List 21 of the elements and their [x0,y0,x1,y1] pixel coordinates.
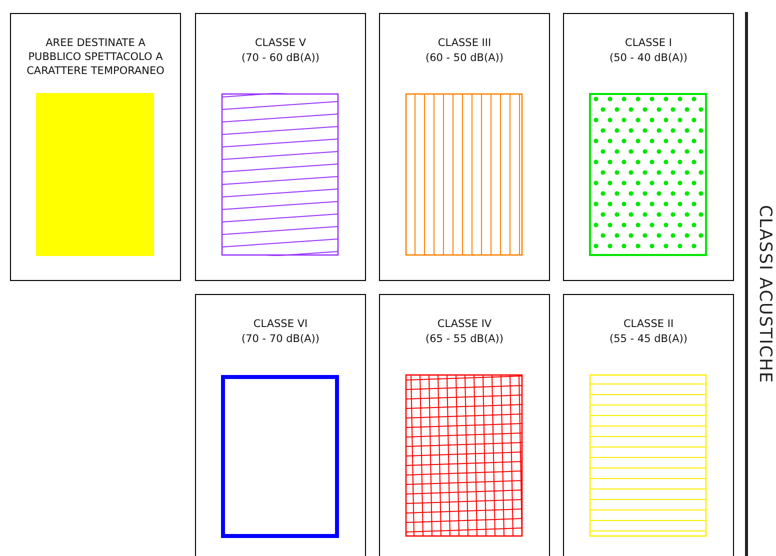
decibel-range: (65 - 55 dB(A)) [424,332,504,346]
title: CLASSI ACUSTICHE [755,205,775,384]
class-heading: CLASSE IV [436,317,493,331]
class-heading: CLASSE III [436,36,492,50]
legend-card [379,294,550,556]
legend-card [195,13,366,281]
decibel-range: (55 - 45 dB(A)) [608,332,688,346]
legend-card [10,13,181,281]
decibel-range: (60 - 50 dB(A)) [424,51,504,65]
legend-card [195,294,366,556]
legend-card [563,294,734,556]
class-heading: AREE DESTINATE A PUBBLICO SPETTACOLO A CARATTERE TEMPORANEO [26,36,166,78]
legend-card [379,13,550,281]
decibel-range: (50 - 40 dB(A)) [608,51,688,65]
legend-card [563,13,734,281]
class-heading: CLASSE I [624,36,673,50]
decibel-range: (70 - 70 dB(A)) [240,332,320,346]
class-heading: CLASSE II [622,317,675,331]
decibel-range: (70 - 60 dB(A)) [240,51,320,65]
class-heading: CLASSE V [254,36,308,50]
class-heading: CLASSE VI [252,317,309,331]
